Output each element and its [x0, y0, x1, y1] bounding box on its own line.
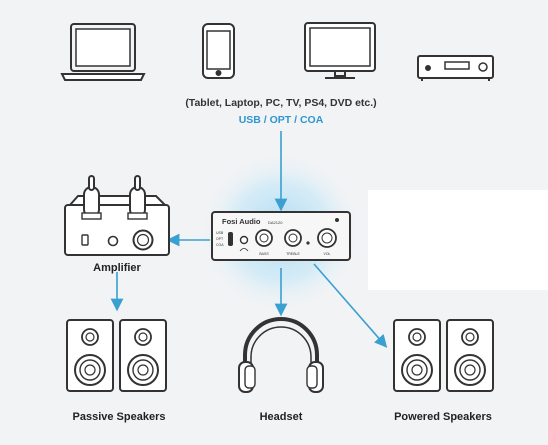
laptop-icon: [60, 23, 146, 81]
input-types-caption: USB / OPT / COA: [239, 114, 324, 126]
dac-knob-bass: BASS: [259, 252, 269, 256]
amplifier-label: Amplifier: [93, 262, 141, 274]
dac-input-usb: USB: [216, 231, 224, 235]
dac-knob-treble: TREBLE: [286, 252, 300, 256]
white-panel: [368, 190, 548, 290]
dvd-player-icon: [417, 55, 494, 81]
dac-input-coa: COA: [216, 243, 224, 247]
headphone-jack-icon: [239, 235, 249, 245]
dac-knob-vol: VOL: [323, 252, 330, 256]
smartphone-icon: [202, 23, 235, 79]
monitor-icon: [304, 22, 376, 79]
arrow-dac-to-powered: [313, 263, 388, 348]
amplifier-icon: [64, 175, 170, 256]
passive-speakers-label: Passive Speakers: [73, 411, 166, 423]
powered-speakers-icon: [393, 319, 494, 392]
dac-brand: Fosi Audio: [222, 217, 261, 226]
powered-speakers-label: Powered Speakers: [394, 411, 492, 423]
input-switch-icon: [228, 232, 233, 246]
dac-device: Fosi Audio DA2120 USB OPT COA BASS TREBL…: [211, 211, 351, 261]
sources-caption: (Tablet, Laptop, PC, TV, PS4, DVD etc.): [185, 97, 376, 109]
connection-arrows: [110, 131, 388, 348]
headset-icon: [238, 317, 324, 393]
dac-model: DA2120: [268, 220, 283, 225]
dac-input-opt: OPT: [216, 237, 224, 241]
headset-label: Headset: [260, 411, 303, 423]
passive-speakers-icon: [66, 319, 167, 392]
